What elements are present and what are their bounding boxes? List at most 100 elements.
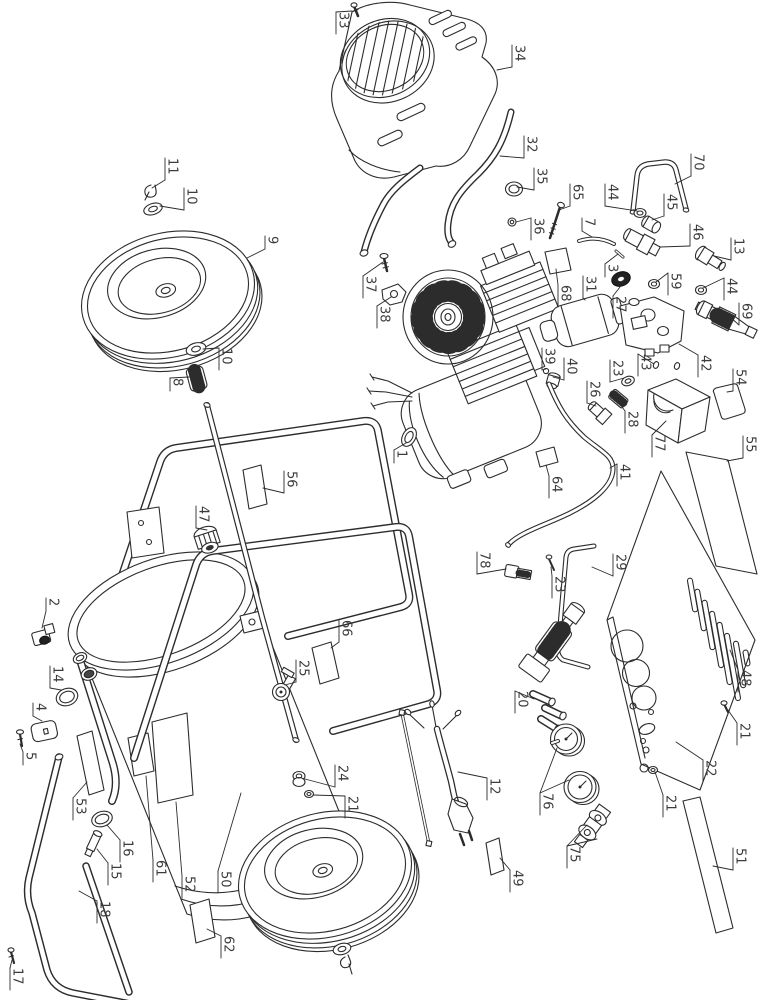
callout-43: 43 bbox=[638, 353, 655, 377]
svg-text:64: 64 bbox=[549, 476, 564, 493]
callout-49: 49 bbox=[499, 857, 525, 893]
callout-21: 21 bbox=[654, 771, 678, 818]
svg-text:55: 55 bbox=[743, 436, 758, 453]
svg-text:51: 51 bbox=[733, 848, 748, 865]
spacer-8 bbox=[185, 363, 208, 394]
tube-7 bbox=[577, 236, 616, 246]
callout-28: 28 bbox=[616, 399, 640, 434]
decal-68 bbox=[544, 247, 572, 275]
callout-42: 42 bbox=[678, 343, 713, 378]
callout-1: 1 bbox=[394, 442, 409, 464]
screw-37 bbox=[379, 252, 389, 273]
svg-text:11: 11 bbox=[165, 158, 180, 175]
svg-text:1: 1 bbox=[394, 450, 409, 458]
screw-5 bbox=[15, 729, 25, 748]
svg-text:23: 23 bbox=[610, 360, 625, 377]
svg-text:76: 76 bbox=[540, 793, 555, 810]
svg-text:14: 14 bbox=[50, 666, 65, 683]
svg-text:70: 70 bbox=[691, 154, 706, 171]
callout-66: 66 bbox=[330, 619, 354, 649]
svg-text:2: 2 bbox=[46, 598, 61, 606]
svg-text:16: 16 bbox=[120, 840, 135, 857]
fitting-47 bbox=[193, 525, 221, 554]
callout-18: 18 bbox=[78, 890, 112, 924]
callout-13: 13 bbox=[713, 237, 746, 261]
clip-36 bbox=[507, 217, 517, 227]
svg-text:41: 41 bbox=[617, 464, 632, 481]
svg-text:49: 49 bbox=[510, 870, 525, 887]
bushing-13 bbox=[694, 245, 726, 271]
svg-text:37: 37 bbox=[363, 276, 378, 293]
svg-text:68: 68 bbox=[558, 285, 573, 302]
clamp-1 bbox=[401, 427, 417, 447]
callout-45: 45 bbox=[651, 193, 679, 221]
frame-decal-66 bbox=[311, 641, 340, 685]
frame-decal-53 bbox=[76, 730, 105, 796]
svg-text:65: 65 bbox=[570, 184, 585, 201]
svg-text:75: 75 bbox=[567, 846, 582, 863]
decal-49 bbox=[485, 837, 505, 876]
callout-2: 2 bbox=[41, 597, 61, 629]
strip-51 bbox=[682, 796, 734, 934]
elbow-fitting-2 bbox=[31, 623, 56, 647]
callout-70: 70 bbox=[674, 153, 706, 185]
callout-41: 41 bbox=[609, 463, 632, 487]
callout-61: 61 bbox=[145, 775, 168, 883]
svg-text:43: 43 bbox=[638, 354, 653, 371]
svg-text:50: 50 bbox=[218, 871, 233, 888]
svg-text:28: 28 bbox=[625, 411, 640, 428]
callout-7: 7 bbox=[582, 217, 597, 238]
svg-text:9: 9 bbox=[265, 236, 280, 244]
grommet-35 bbox=[504, 181, 524, 197]
cap-14 bbox=[55, 687, 79, 707]
callout-14: 14 bbox=[50, 665, 65, 691]
screw-33 bbox=[350, 2, 360, 18]
callout-16: 16 bbox=[106, 824, 135, 863]
callout-35: 35 bbox=[516, 167, 549, 191]
frame-left-leg bbox=[72, 652, 120, 805]
callout-75: 75 bbox=[567, 824, 598, 869]
callout-12: 12 bbox=[457, 771, 502, 801]
disc-23 bbox=[621, 375, 635, 387]
svg-text:13: 13 bbox=[731, 238, 746, 255]
foot-tube-18 bbox=[23, 753, 133, 1000]
svg-text:32: 32 bbox=[524, 136, 539, 153]
nut-24 bbox=[292, 770, 306, 788]
drain-valve-25 bbox=[271, 666, 297, 702]
handle-rod bbox=[398, 708, 433, 848]
callout-54: 54 bbox=[726, 368, 748, 393]
svg-text:10: 10 bbox=[219, 348, 234, 365]
callout-32: 32 bbox=[499, 135, 539, 159]
svg-text:42: 42 bbox=[698, 355, 713, 372]
svg-text:44: 44 bbox=[724, 278, 739, 295]
frame-front-rail bbox=[130, 522, 442, 762]
svg-text:26: 26 bbox=[587, 381, 602, 398]
svg-text:20: 20 bbox=[515, 691, 530, 708]
u-tube-70 bbox=[629, 159, 690, 215]
svg-text:15: 15 bbox=[108, 863, 123, 880]
cylinder-head-upper bbox=[480, 243, 560, 333]
fitting-28 bbox=[608, 388, 629, 409]
side-panel-55 bbox=[685, 451, 758, 575]
handle-tube-32 bbox=[359, 108, 515, 257]
cotter-pin-rear bbox=[339, 954, 353, 975]
bolt-65 bbox=[548, 201, 565, 240]
callout-22: 22 bbox=[675, 741, 718, 783]
callout-48: 48 bbox=[729, 649, 753, 693]
callout-4: 4 bbox=[33, 702, 48, 722]
callout-78: 78 bbox=[477, 551, 507, 575]
svg-text:59: 59 bbox=[668, 273, 683, 290]
callout-77: 77 bbox=[652, 420, 667, 458]
svg-text:8: 8 bbox=[170, 378, 185, 386]
pressure-switch-42 bbox=[619, 296, 685, 357]
callout-62: 62 bbox=[206, 928, 236, 959]
callout-10: 10 bbox=[202, 347, 234, 371]
svg-text:18: 18 bbox=[97, 901, 112, 918]
callout-20: 20 bbox=[515, 690, 535, 714]
callout-9: 9 bbox=[246, 235, 280, 259]
callout-59: 59 bbox=[655, 272, 683, 296]
callout-33: 33 bbox=[336, 10, 353, 35]
svg-text:24: 24 bbox=[335, 765, 350, 782]
decal-64 bbox=[535, 446, 559, 468]
